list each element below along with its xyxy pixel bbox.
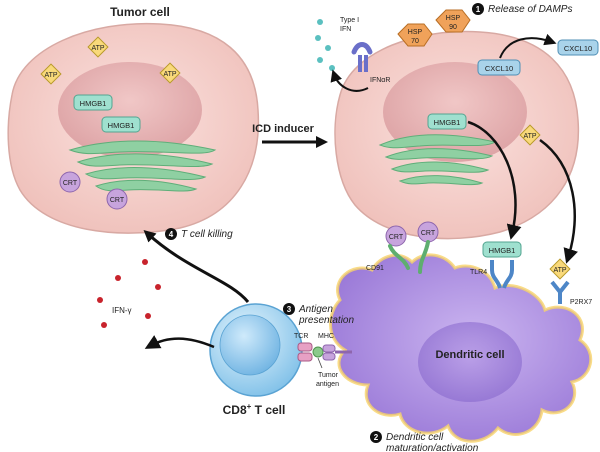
type1-ifn-label: Type I <box>340 17 359 24</box>
step-3: 3 Antigen presentation <box>283 303 354 326</box>
svg-text:Release of DAMPs: Release of DAMPs <box>488 4 572 15</box>
svg-text:90: 90 <box>449 24 457 31</box>
atp-left-2: ATP <box>40 63 62 85</box>
tumor-nucleus <box>58 62 202 158</box>
svg-text:4: 4 <box>169 230 174 239</box>
t-cell-killing-arrow <box>143 229 250 303</box>
cd91-label: CD91 <box>366 265 384 272</box>
ifn-gamma-arrow <box>144 335 215 349</box>
svg-text:CXCL10: CXCL10 <box>485 64 513 73</box>
hmgb1-left-1: HMGB1 <box>73 94 113 111</box>
step-1: 1 Release of DAMPs <box>472 3 572 15</box>
icd-inducer-arrow: ICD inducer <box>252 123 328 148</box>
step-2: 2 Dendritic cell maturation/activation <box>370 431 479 452</box>
svg-text:TLR4: TLR4 <box>470 269 487 276</box>
crt-left-2: CRT <box>106 188 128 210</box>
dendritic-cell: Dendritic cell CD91 HMGB1 TLR4 ATP P2RX7… <box>329 240 592 452</box>
svg-text:P2RX7: P2RX7 <box>570 299 592 306</box>
svg-text:HSP: HSP <box>408 29 423 36</box>
svg-text:T cell killing: T cell killing <box>181 229 233 240</box>
tumor-cell-title: Tumor cell <box>110 5 170 19</box>
svg-text:ATP: ATP <box>91 45 104 52</box>
crt-right-1: CRT <box>385 225 407 247</box>
svg-text:maturation/activation: maturation/activation <box>386 443 479 452</box>
tcr-mhc-complex: TCR MHC Tumor antigen <box>294 333 352 388</box>
svg-text:1: 1 <box>476 5 481 14</box>
svg-text:ATP: ATP <box>163 71 176 78</box>
atp-left-1: ATP <box>87 36 109 58</box>
hmgb1-right: HMGB1 <box>427 113 467 130</box>
dendritic-nucleus <box>418 322 522 402</box>
t-cell-title: CD8+ T cell <box>223 402 286 417</box>
svg-text:HSP: HSP <box>446 15 461 22</box>
t-cell-nucleus <box>219 314 281 376</box>
mhc-label: MHC <box>318 333 334 340</box>
type1-ifn-dots <box>315 19 335 71</box>
cxcl10-arrow <box>499 33 557 59</box>
atp-left-3: ATP <box>159 62 181 84</box>
svg-text:ATP: ATP <box>523 133 536 140</box>
dendritic-cell-title: Dendritic cell <box>435 349 504 361</box>
svg-text:HMGB1: HMGB1 <box>80 99 107 108</box>
svg-text:CRT: CRT <box>63 180 78 187</box>
hmgb1-release-arrow <box>467 120 522 240</box>
svg-text:CRT: CRT <box>110 197 125 204</box>
svg-text:HMGB1: HMGB1 <box>108 121 135 130</box>
hsp90: HSP 90 <box>435 9 471 33</box>
svg-text:CXCL10: CXCL10 <box>564 44 592 53</box>
svg-text:HMGB1: HMGB1 <box>434 118 461 127</box>
hmgb1-left-2: HMGB1 <box>101 116 141 133</box>
atp-right: ATP <box>519 124 541 146</box>
step-4: 4 T cell killing <box>165 228 233 240</box>
p2rx7-receptor: ATP P2RX7 <box>549 258 592 306</box>
svg-text:Dendritic cell: Dendritic cell <box>386 432 444 443</box>
atp-release-arrow <box>539 138 578 264</box>
ifn-gamma-label: IFN-γ <box>112 306 132 315</box>
svg-text:2: 2 <box>374 433 379 442</box>
svg-text:Antigen: Antigen <box>298 304 333 315</box>
tumor-cell-right: HMGB1 ATP IFNαR Type I IFN HSP 70 <box>315 3 599 247</box>
ifn-gamma-dots <box>97 259 161 328</box>
ifn-arrow <box>330 69 369 92</box>
svg-text:IFNαR: IFNαR <box>370 77 390 84</box>
svg-text:70: 70 <box>411 38 419 45</box>
cd8-t-cell: CD8+ T cell <box>209 303 303 417</box>
type1-ifn-label-2: IFN <box>340 26 351 33</box>
cxcl10-outside: CXCL10 <box>557 39 599 56</box>
tumor-cell-left: ATP ATP ATP HMGB1 HMGB1 CRT CRT Tumor ce… <box>7 5 260 234</box>
svg-text:HMGB1: HMGB1 <box>489 246 516 255</box>
svg-text:presentation: presentation <box>298 315 354 326</box>
ifnar-receptor: IFNαR <box>351 42 390 84</box>
cxcl10-inside: CXCL10 <box>477 59 521 76</box>
crt-right-2: CRT <box>417 221 439 243</box>
tlr4-receptor: HMGB1 TLR4 <box>470 241 522 289</box>
tumor-antigen-label: Tumor <box>318 372 339 379</box>
golgi-apparatus-right <box>378 134 497 186</box>
svg-text:ATP: ATP <box>553 267 566 274</box>
tumor-antigen-label-2: antigen <box>316 381 339 388</box>
svg-text:ICD inducer: ICD inducer <box>252 123 314 135</box>
cd91-receptor <box>388 240 430 274</box>
tcr-label: TCR <box>294 333 308 340</box>
crt-left-1: CRT <box>59 171 81 193</box>
svg-text:3: 3 <box>287 305 292 314</box>
svg-text:CRT: CRT <box>421 230 436 237</box>
svg-text:ATP: ATP <box>44 72 57 79</box>
svg-text:CRT: CRT <box>389 234 404 241</box>
hsp70: HSP 70 <box>397 23 433 47</box>
